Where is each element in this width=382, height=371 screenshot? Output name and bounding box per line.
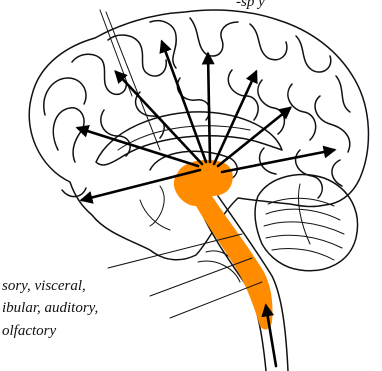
label-sensory-visceral: sory, visceral,: [2, 278, 86, 294]
pointer-line-3: [170, 282, 262, 318]
cerebrum-outline: [29, 10, 368, 260]
label-olfactory: olfactory: [2, 323, 56, 339]
ascending-pathway: [174, 160, 273, 330]
top-partial-label: -sp y: [236, 0, 265, 10]
label-vestibular-auditory: ibular, auditory,: [2, 300, 98, 316]
